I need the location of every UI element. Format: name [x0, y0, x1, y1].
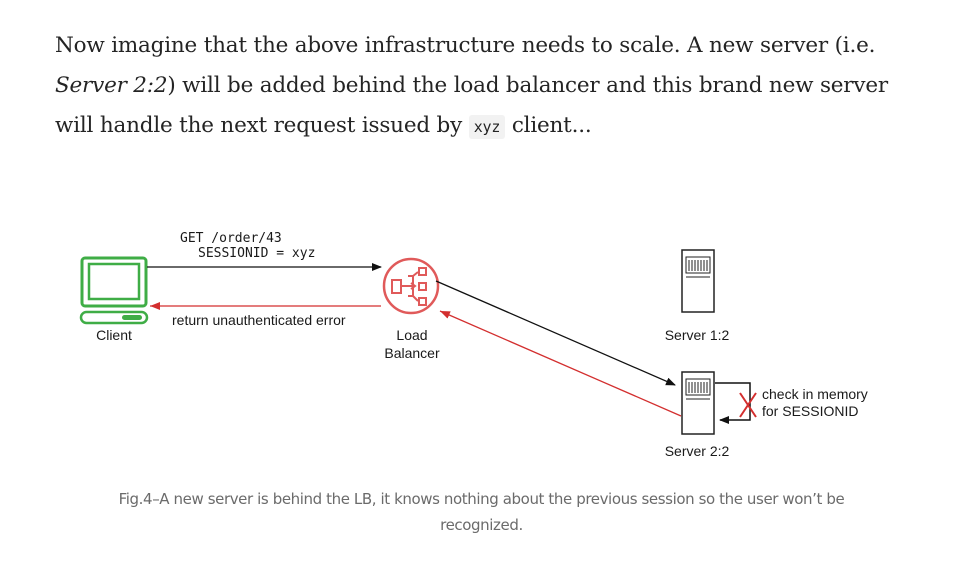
- request-line-2: SESSIONID = xyz: [198, 246, 315, 261]
- server-2-icon: [681, 371, 715, 435]
- response-label: return unauthenticated error: [172, 312, 346, 328]
- check-label-line-1: check in memory: [762, 386, 868, 402]
- server-2-label: Server 2:2: [665, 443, 730, 459]
- failure-x-icon: [739, 392, 757, 418]
- inline-code-client: xyz: [468, 115, 506, 139]
- request-line-1: GET /order/43: [180, 231, 282, 246]
- paragraph-text-1: Now imagine that the above infrastructur…: [55, 33, 876, 58]
- paragraph-text-2: ) will be added behind the load balancer…: [55, 73, 888, 138]
- error-arrow-to-lb: [439, 310, 682, 417]
- server-1-icon: [681, 249, 715, 313]
- load-balancer-icon: [382, 257, 440, 315]
- check-label-line-2: for SESSIONID: [762, 403, 858, 419]
- figure-caption-text: Fig.4–A new server is behind the LB, it …: [118, 490, 845, 534]
- figure-caption: Fig.4–A new server is behind the LB, it …: [0, 486, 963, 538]
- lb-label-line-1: Load: [396, 327, 427, 343]
- intro-paragraph: Now imagine that the above infrastructur…: [55, 26, 915, 147]
- paragraph-italic-server: Server 2:2: [55, 73, 168, 98]
- server-1-label: Server 1:2: [665, 327, 730, 343]
- client-label: Client: [96, 327, 132, 343]
- client-computer-icon: [79, 256, 149, 325]
- paragraph-text-3: client...: [505, 113, 592, 138]
- forward-arrow-to-server-2: [435, 280, 676, 386]
- lb-label-line-2: Balancer: [384, 345, 440, 361]
